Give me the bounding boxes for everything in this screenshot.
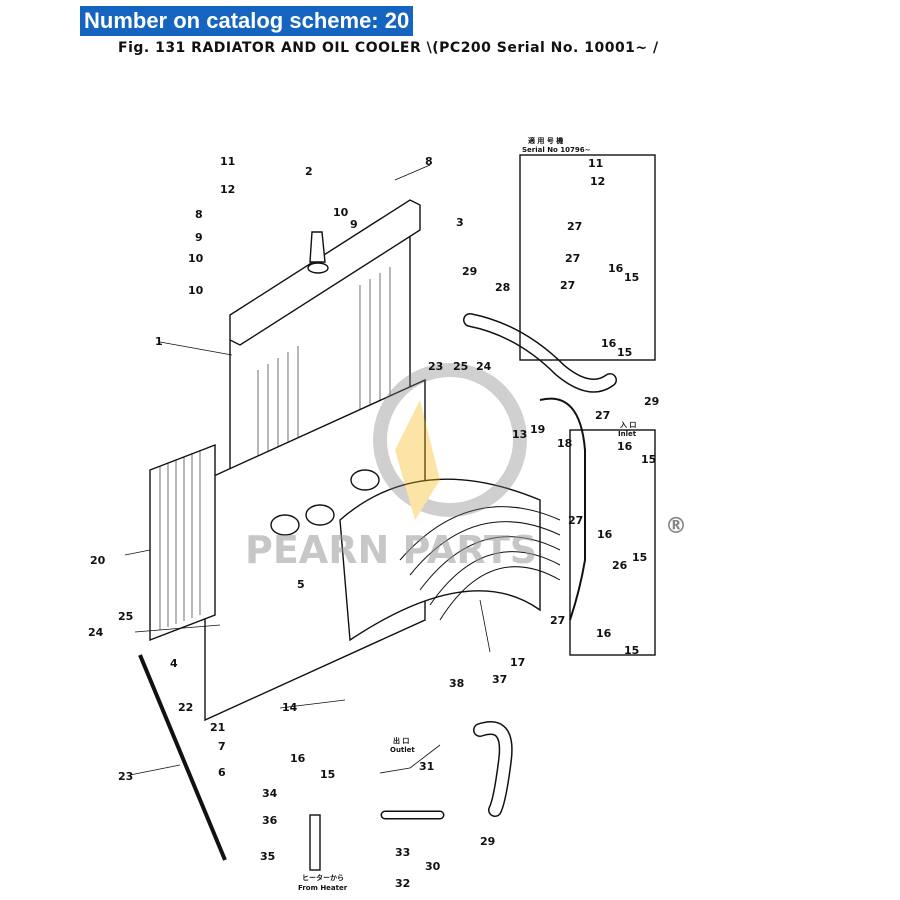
inset-callout-27b: 27: [565, 252, 580, 265]
inset-callout-16e: 16: [596, 627, 612, 640]
inset-callout-27a: 27: [567, 220, 582, 233]
inset-callout-16b: 16: [601, 337, 617, 350]
inset-callout-27f: 27: [550, 614, 565, 627]
callout-30: 30: [425, 860, 441, 873]
inset-callout-16c: 16: [617, 440, 633, 453]
callout-23b: 23: [118, 770, 133, 783]
callout-29c: 29: [480, 835, 495, 848]
callout-19: 19: [530, 423, 545, 436]
callout-29: 29: [462, 265, 477, 278]
callout-34: 34: [262, 787, 278, 800]
inset-callout-15d: 15: [632, 551, 647, 564]
callout-labels: 11 12 8 9 10 10 2 8 10 9 3 1 29 28 23 25…: [88, 155, 659, 890]
registered-mark: ®: [665, 514, 687, 539]
callout-25: 25: [453, 360, 468, 373]
inlet-label: Inlet: [618, 430, 637, 438]
callout-32: 32: [395, 877, 410, 890]
callout-10: 10: [188, 252, 204, 265]
callout-22: 22: [178, 701, 193, 714]
callout-2: 2: [305, 165, 313, 178]
callout-9b: 9: [350, 218, 358, 231]
inlet-jp: 入 口: [619, 421, 636, 429]
callout-10c: 10: [333, 206, 349, 219]
diagram-linework: [124, 154, 656, 871]
inset-callout-15a: 15: [624, 271, 639, 284]
callout-8: 8: [195, 208, 203, 221]
outlet-label: Outlet: [390, 746, 415, 754]
callout-15: 15: [320, 768, 335, 781]
figure-title: Fig. 131 RADIATOR AND OIL COOLER \(PC200…: [118, 40, 659, 56]
catalog-number-banner: Number on catalog scheme: 20: [80, 6, 414, 36]
callout-5: 5: [297, 578, 305, 591]
outlet-jp: 出 口: [393, 736, 409, 745]
inset-callout-12: 12: [590, 175, 605, 188]
inset-callout-27d: 27: [595, 409, 610, 422]
callout-11: 11: [220, 155, 235, 168]
callout-6: 6: [218, 766, 226, 779]
watermark-text: PEARN PARTS: [245, 528, 537, 572]
callout-18: 18: [557, 437, 572, 450]
callout-17: 17: [510, 656, 525, 669]
callout-9: 9: [195, 231, 203, 244]
callout-20: 20: [90, 554, 106, 567]
from-heater-jp: ヒーターから: [302, 873, 344, 882]
callout-12: 12: [220, 183, 235, 196]
callout-24b: 24: [88, 626, 104, 639]
callout-24: 24: [476, 360, 492, 373]
inset-title-jp: 適 用 号 機: [528, 136, 563, 145]
callout-14: 14: [282, 701, 298, 714]
callout-29b: 29: [644, 395, 659, 408]
watermark-logo: [373, 363, 527, 520]
inset-callout-15b: 15: [617, 346, 632, 359]
callout-37: 37: [492, 673, 507, 686]
callout-33: 33: [395, 846, 410, 859]
callout-36: 36: [262, 814, 278, 827]
callout-23: 23: [428, 360, 443, 373]
callout-8b: 8: [425, 155, 433, 168]
callout-28: 28: [495, 281, 510, 294]
callout-25b: 25: [118, 610, 133, 623]
inset-callout-27e: 27: [568, 514, 583, 527]
inset-callout-27c: 27: [560, 279, 575, 292]
callout-3: 3: [456, 216, 464, 229]
callout-35: 35: [260, 850, 275, 863]
inset-callout-16d: 16: [597, 528, 613, 541]
inset-callout-15e: 15: [624, 644, 639, 657]
inset-callout-16a: 16: [608, 262, 624, 275]
callout-38: 38: [449, 677, 464, 690]
callout-4: 4: [170, 657, 178, 670]
callout-10b: 10: [188, 284, 204, 297]
callout-16: 16: [290, 752, 306, 765]
inset-serial: Serial No 10796~: [522, 146, 591, 154]
from-heater-label: From Heater: [298, 884, 348, 892]
callout-7: 7: [218, 740, 226, 753]
inset-callout-11: 11: [588, 157, 603, 170]
callout-1: 1: [155, 335, 163, 348]
inset-callout-15c: 15: [641, 453, 656, 466]
callout-13: 13: [512, 428, 527, 441]
callout-26: 26: [612, 559, 628, 572]
callout-21: 21: [210, 721, 225, 734]
callout-31: 31: [419, 760, 434, 773]
